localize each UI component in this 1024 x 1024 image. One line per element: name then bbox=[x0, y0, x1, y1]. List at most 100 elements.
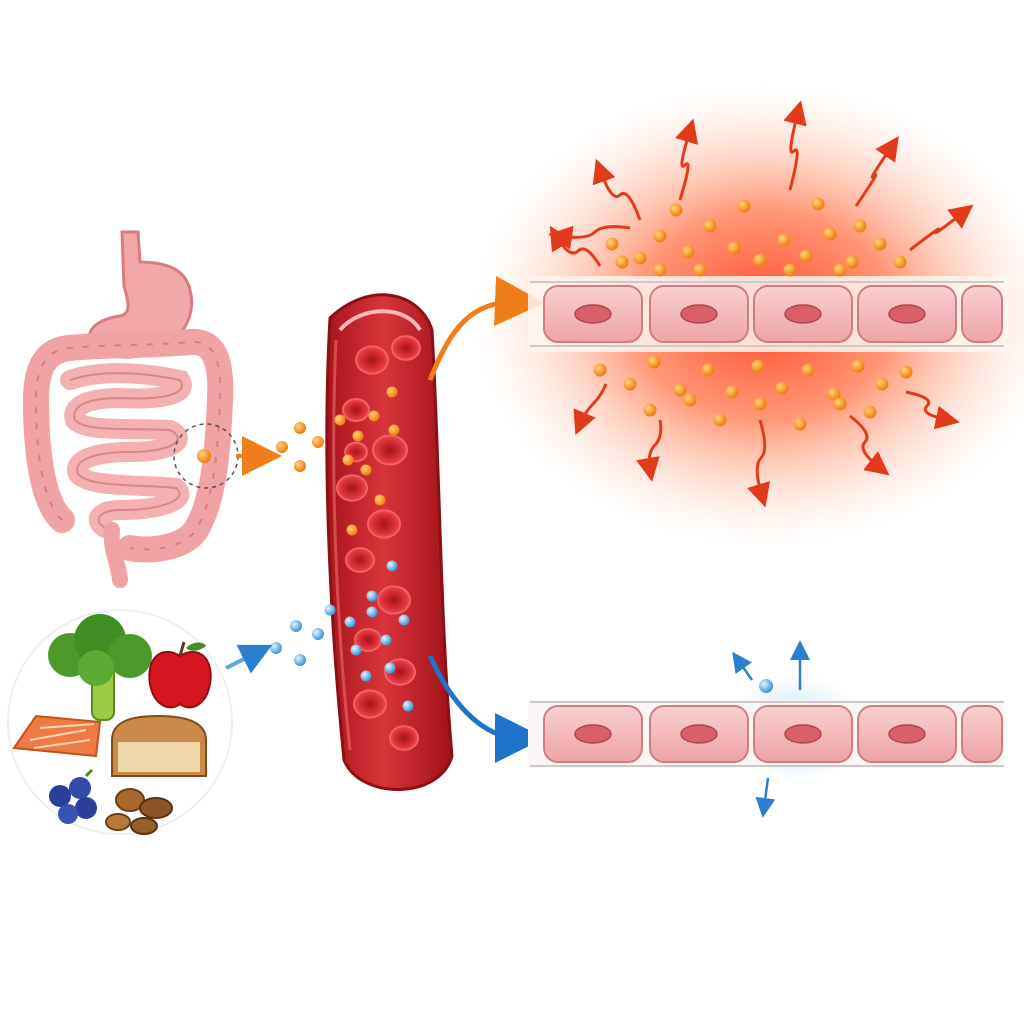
red-blood-cell-icon bbox=[367, 509, 401, 539]
inflammatory-particle bbox=[653, 263, 667, 277]
inflammatory-particle bbox=[783, 263, 797, 277]
inflammatory-particle bbox=[775, 381, 789, 395]
healthy-cell-row bbox=[530, 701, 1004, 767]
inflammatory-particle bbox=[727, 241, 741, 255]
inflammatory-particles bbox=[593, 197, 913, 431]
food-group bbox=[7, 609, 233, 835]
healthy-particle bbox=[386, 560, 398, 572]
inflammatory-particle bbox=[873, 237, 887, 251]
inflammatory-particle bbox=[673, 383, 687, 397]
healthy-particle-trail bbox=[225, 620, 324, 674]
inflammatory-particle bbox=[643, 403, 657, 417]
inflammatory-particle bbox=[683, 393, 697, 407]
inflammation-arrow bbox=[573, 383, 608, 436]
inflammatory-particle bbox=[360, 464, 372, 476]
healthy-particle bbox=[344, 616, 356, 628]
inflammatory-particle bbox=[751, 359, 765, 373]
broccoli-icon bbox=[48, 614, 152, 721]
red-blood-cell-icon bbox=[377, 585, 411, 615]
inflammatory-particle bbox=[753, 397, 767, 411]
inflammatory-pathway-arrow bbox=[427, 276, 545, 381]
healthy-particle bbox=[324, 604, 336, 616]
inflamed-cell-row bbox=[530, 281, 1004, 347]
inflammatory-particle bbox=[811, 197, 825, 211]
red-blood-cell-icon bbox=[342, 397, 370, 423]
healthy-pathway-arrow bbox=[427, 654, 545, 763]
inflammatory-particle bbox=[893, 255, 907, 269]
inflammatory-particle bbox=[793, 417, 807, 431]
healthy-signal-arrow-1 bbox=[732, 651, 754, 681]
red-blood-cell-icon bbox=[345, 547, 375, 573]
inflammatory-particle bbox=[737, 199, 751, 213]
inflammatory-particle bbox=[653, 229, 667, 243]
healthy-signal-arrow-3 bbox=[755, 777, 776, 818]
inflammatory-particle bbox=[703, 219, 717, 233]
inflammatory-particle bbox=[801, 363, 815, 377]
inflammation-arrow bbox=[854, 136, 899, 207]
inflammatory-particle bbox=[388, 424, 400, 436]
healthy-particle bbox=[350, 644, 362, 656]
apple-icon bbox=[148, 641, 212, 709]
red-blood-cell-icon bbox=[336, 474, 368, 502]
red-blood-cell-icon bbox=[355, 345, 389, 375]
inflammatory-particle bbox=[334, 414, 346, 426]
inflammatory-particle bbox=[899, 365, 913, 379]
inflammatory-particle bbox=[669, 203, 683, 217]
inflammatory-particle bbox=[386, 386, 398, 398]
healthy-particle bbox=[366, 606, 378, 618]
inflammation-arrow bbox=[548, 225, 631, 250]
inflammation-arrow bbox=[747, 419, 771, 508]
red-blood-cell-icon bbox=[391, 335, 421, 361]
cell-nucleus bbox=[574, 304, 612, 324]
inflammatory-particle bbox=[647, 355, 661, 369]
healthy-particle bbox=[384, 662, 396, 674]
inflammatory-particle bbox=[605, 237, 619, 251]
inflammatory-particle bbox=[633, 251, 647, 265]
bread-icon bbox=[111, 714, 207, 777]
inflammation-arrows bbox=[548, 100, 974, 508]
inflammatory-particle bbox=[374, 494, 386, 506]
inflammation-arrow bbox=[783, 100, 807, 191]
digestive-system bbox=[22, 230, 239, 588]
inflammation-arrow bbox=[675, 118, 699, 201]
large-intestine-icon bbox=[22, 328, 234, 563]
inflammatory-particle bbox=[863, 405, 877, 419]
inflammatory-particle bbox=[615, 255, 629, 269]
red-blood-cell-icon bbox=[372, 434, 408, 466]
cell-nucleus bbox=[574, 724, 612, 744]
intestines-icon bbox=[60, 363, 192, 538]
inflamed-cell bbox=[961, 285, 1003, 343]
inflammatory-particle bbox=[725, 385, 739, 399]
inflammatory-particle-trail bbox=[236, 422, 324, 476]
healthy-particle bbox=[380, 634, 392, 646]
inflammatory-particle bbox=[833, 263, 847, 277]
inflammatory-particle bbox=[823, 227, 837, 241]
inflammation-arrow bbox=[636, 419, 663, 482]
healthy-particle bbox=[402, 700, 414, 712]
inflammation-arrow bbox=[592, 158, 642, 221]
red-blood-cell-icon bbox=[389, 725, 419, 751]
inflammatory-particle bbox=[799, 249, 813, 263]
healthy-cell bbox=[961, 705, 1003, 763]
cell-nucleus bbox=[888, 724, 926, 744]
inflammatory-particle bbox=[827, 387, 841, 401]
inflammatory-particle bbox=[681, 245, 695, 259]
inflammatory-particle bbox=[623, 377, 637, 391]
nuts-icon bbox=[105, 788, 173, 835]
inflammatory-particle bbox=[777, 233, 791, 247]
healthy-tissue bbox=[528, 640, 1004, 818]
inflammatory-particle bbox=[693, 263, 707, 277]
inflammatory-particle bbox=[701, 363, 715, 377]
inflammatory-particle bbox=[593, 363, 607, 377]
inflammatory-particle bbox=[853, 219, 867, 233]
cell-nucleus bbox=[680, 724, 718, 744]
inflammation-arrow bbox=[905, 390, 960, 430]
cell-nucleus bbox=[784, 724, 822, 744]
inflammatory-particle bbox=[713, 413, 727, 427]
salmon-icon bbox=[12, 714, 102, 758]
inflammatory-particle bbox=[368, 410, 380, 422]
healthy-particle bbox=[759, 679, 773, 693]
inflammatory-particle bbox=[851, 359, 865, 373]
vessel-particles bbox=[324, 386, 414, 712]
red-blood-cell-icon bbox=[353, 689, 387, 719]
